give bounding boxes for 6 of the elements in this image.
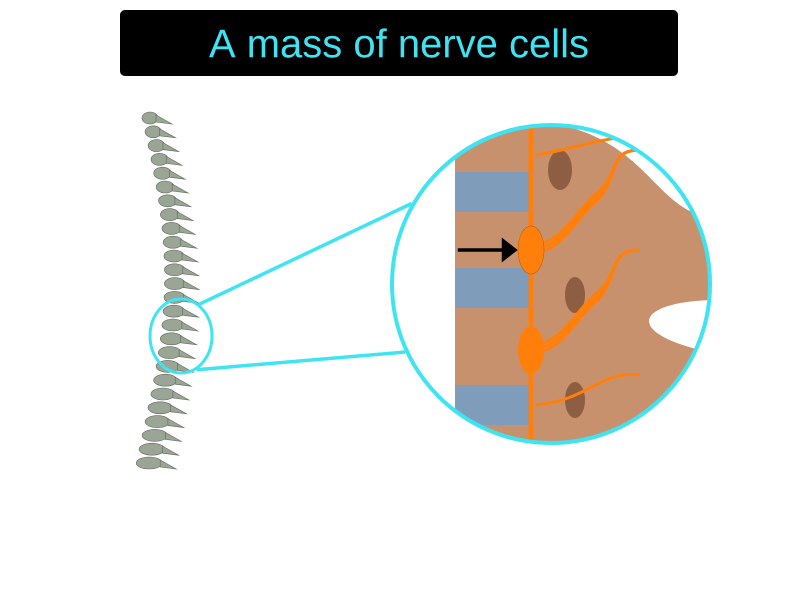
title-banner: A mass of nerve cells [120,10,678,76]
magnifier-circle [148,298,214,374]
zoomed-view-drawing [390,123,712,445]
zoom-line [198,202,412,306]
ganglion [518,226,544,274]
zoom-line [196,350,406,372]
